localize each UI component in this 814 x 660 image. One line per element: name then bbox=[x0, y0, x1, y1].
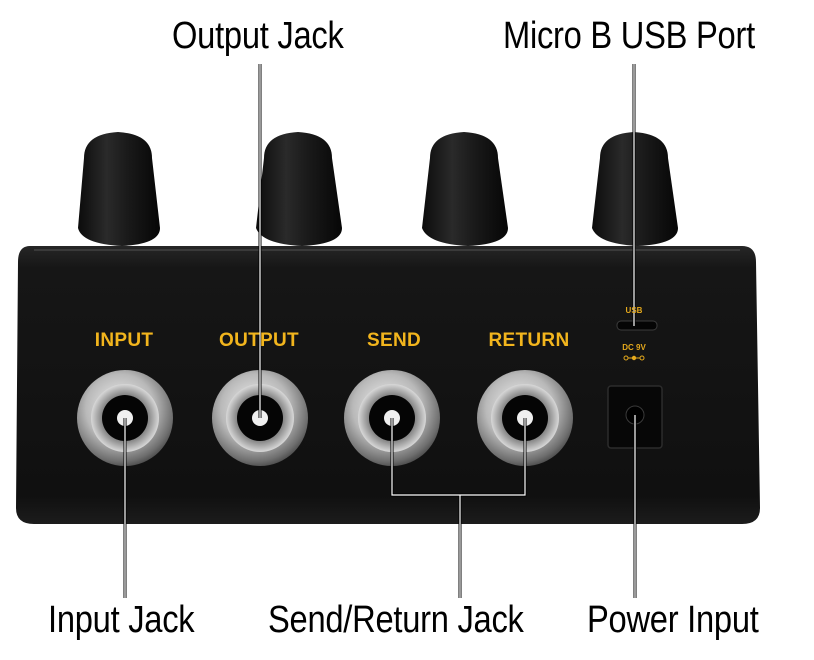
knob-icon bbox=[422, 132, 508, 246]
panel-label-input: INPUT bbox=[94, 330, 154, 351]
callout-output-jack: Output Jack bbox=[172, 15, 344, 57]
knob-icon bbox=[78, 132, 160, 246]
leader-lines-white bbox=[124, 64, 636, 598]
panel-label-return: RETURN bbox=[488, 330, 570, 351]
panel-label-output: OUTPUT bbox=[219, 330, 299, 351]
usb-port-icon bbox=[616, 320, 658, 331]
callout-input-jack: Input Jack bbox=[48, 599, 195, 641]
panel-label-usb: USB bbox=[625, 306, 643, 315]
panel-label-dc: DC 9V bbox=[622, 343, 646, 352]
panel-label-send: SEND bbox=[367, 330, 421, 351]
callout-usb-port: Micro B USB Port bbox=[503, 15, 755, 57]
knob-icon bbox=[256, 132, 342, 246]
callout-power-input: Power Input bbox=[587, 599, 759, 641]
polarity-symbol-icon bbox=[623, 355, 645, 361]
callout-send-return-jack: Send/Return Jack bbox=[268, 599, 524, 641]
